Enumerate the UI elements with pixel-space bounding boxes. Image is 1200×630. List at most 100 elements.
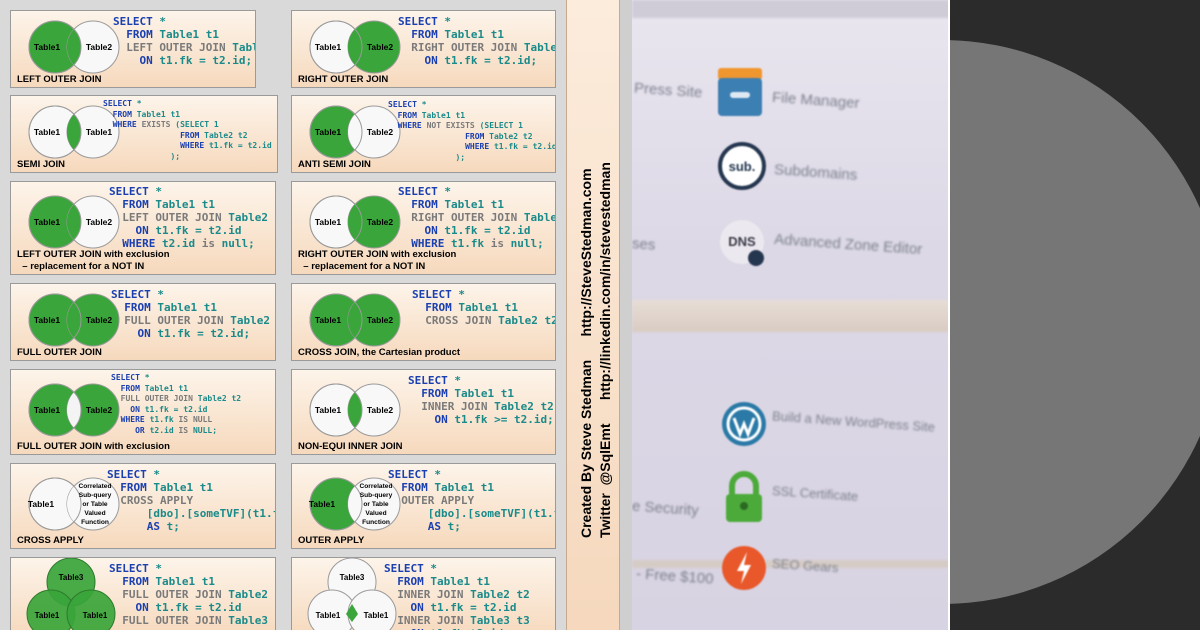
subdomains-icon: sub. — [718, 142, 766, 190]
sql-line: FROM Table1 t1 — [124, 301, 217, 314]
venn-outline — [309, 195, 363, 249]
join-label: SEMI JOIN — [17, 159, 66, 170]
join-card-right-join-exclusion: Table1 Table2 SELECT * FROM Table1 t1 RIGH… — [291, 181, 556, 275]
venn-label-table1: Table1 — [35, 611, 60, 620]
venn-label-correlated: Sub-query — [360, 492, 393, 499]
sql-code: SELECT * FROM Table1 t1 LEFT OUTER JOIN … — [113, 15, 255, 67]
sql-code: SELECT * FROM Table1 t1 WHERE EXISTS (SE… — [103, 99, 272, 162]
sql-line: WHERE t1.fk is null; — [411, 237, 544, 250]
sql-line: FROM Table1 t1 — [122, 198, 215, 211]
sql-line: ); — [170, 151, 181, 161]
venn-label-table2: Table2 — [367, 315, 394, 325]
credits-line-2: Twitter @SqlEmt http://linkedin.com/in/s… — [597, 162, 613, 538]
sql-code: SELECT * FROM Table1 t1 RIGHT OUTER JOIN… — [398, 15, 555, 67]
sql-code: SELECT * FROM Table1 t1 FULL OUTER JOIN … — [111, 373, 241, 436]
sql-line: ON t1.fk = t2.id; — [424, 54, 538, 67]
sql-line: CROSS JOIN Table2 t2; — [425, 314, 555, 327]
venn-outline — [28, 477, 82, 531]
venn-outline — [309, 20, 363, 74]
venn-label-table2: Table2 — [367, 405, 394, 415]
sql-line: SELECT * — [398, 185, 451, 198]
gray-half-circle — [950, 40, 1200, 604]
sql-line: SELECT * — [408, 374, 461, 387]
venn-label-table2: Table2 — [367, 127, 394, 137]
join-label: RIGHT OUTER JOIN — [298, 74, 389, 85]
venn-label-correlated: Function — [81, 519, 109, 526]
sql-line: FROM Table1 t1 — [397, 110, 466, 120]
sql-line: WHERE EXISTS (SELECT 1 — [112, 120, 219, 129]
sql-line: AS t; — [427, 520, 461, 533]
venn-label-table1: Table1 — [34, 217, 61, 227]
venn-outline — [28, 105, 82, 159]
venn-label-table1: Table1 — [309, 499, 336, 509]
sql-line: FROM Table2 t2 — [180, 130, 248, 140]
venn-label-correlated: Correlated — [360, 483, 393, 490]
sql-line: SELECT * — [109, 185, 162, 198]
venn-label-table2: Table2 — [86, 42, 113, 52]
sql-code: SELECT * FROM Table1 t1 WHERE NOT EXISTS… — [388, 100, 556, 163]
venn-overlap — [346, 604, 358, 622]
sql-line: [dbo].[someTVF](t1.fk) — [146, 507, 275, 520]
photo-text-ses: ses — [632, 235, 656, 254]
venn-label-correlated: Sub-query — [79, 492, 112, 499]
sql-line: LEFT OUTER JOIN Table2 t2 — [126, 41, 255, 54]
venn-outline — [28, 293, 82, 347]
join-label: RIGHT OUTER JOIN with exclusion – replac… — [298, 249, 457, 272]
sql-line: FROM Table1 t1 — [120, 481, 213, 494]
sql-code: SELECT * FROM Table1 t1 RIGHT OUTER JOIN… — [398, 185, 555, 250]
venn-label-table3: Table3 — [59, 573, 84, 582]
sql-line: WHERE t1.fk = t2.id — [465, 142, 556, 151]
sql-line: RIGHT OUTER JOIN Table2 t2 — [411, 211, 555, 224]
photo-text-ssl: SSL Certificate — [771, 483, 859, 504]
sql-code: SELECT * FROM Table1 t1 CROSS APPLY [dbo… — [107, 468, 275, 533]
sql-line: INNER JOIN Table2 t2 — [397, 588, 530, 601]
sql-line: WHERE NOT EXISTS (SELECT 1 — [397, 121, 523, 130]
sql-line: FROM Table2 t2 — [465, 131, 533, 141]
photo-text-subdomains: Subdomains — [773, 161, 858, 184]
venn-outline — [309, 293, 363, 347]
sql-line: OR t2.id IS NULL; — [135, 425, 218, 435]
venn-diagram: Table1 Table2 — [28, 20, 120, 74]
join-label: FULL OUTER JOIN — [17, 347, 102, 358]
venn-outline — [28, 20, 82, 74]
sql-line: FULL OUTER JOIN Table2 t2 — [122, 588, 275, 601]
sql-line: FROM Table1 t1 — [120, 383, 189, 393]
join-label: OUTER APPLY — [298, 535, 365, 546]
poster-margin — [620, 0, 632, 630]
dark-panel — [950, 0, 1200, 630]
venn-outline — [309, 105, 363, 159]
join-label: CROSS JOIN, the Cartesian product — [298, 347, 461, 358]
venn-label-table1: Table1 — [315, 217, 342, 227]
sql-line: FROM Table1 t1 — [122, 575, 215, 588]
sql-line: FROM Table1 t1 — [421, 387, 514, 400]
venn-label-table2: Table2 — [86, 315, 113, 325]
join-label: CROSS APPLY — [17, 535, 84, 546]
venn-circle — [66, 589, 116, 630]
photo-text-file-manager: File Manager — [771, 88, 861, 113]
join-label: LEFT OUTER JOIN — [17, 74, 102, 85]
file-manager-icon — [718, 68, 762, 116]
photo-text-security: e Security — [632, 497, 700, 520]
venn-label-table1: Table1 — [315, 315, 342, 325]
venn-label-table1: Table1 — [34, 42, 61, 52]
sql-code: SELECT * FROM Table1 t1 FULL OUTER JOIN … — [109, 562, 275, 627]
sql-line: INNER JOIN Table2 t2 — [421, 400, 554, 413]
sql-line: FROM Table1 t1 — [112, 109, 181, 119]
venn-label-table1: Table1 — [316, 611, 341, 620]
sql-line: FULL OUTER JOIN Table2 t2 — [120, 394, 242, 403]
sql-line: CROSS APPLY — [120, 494, 194, 507]
venn-label-table2: Table2 — [367, 217, 394, 227]
